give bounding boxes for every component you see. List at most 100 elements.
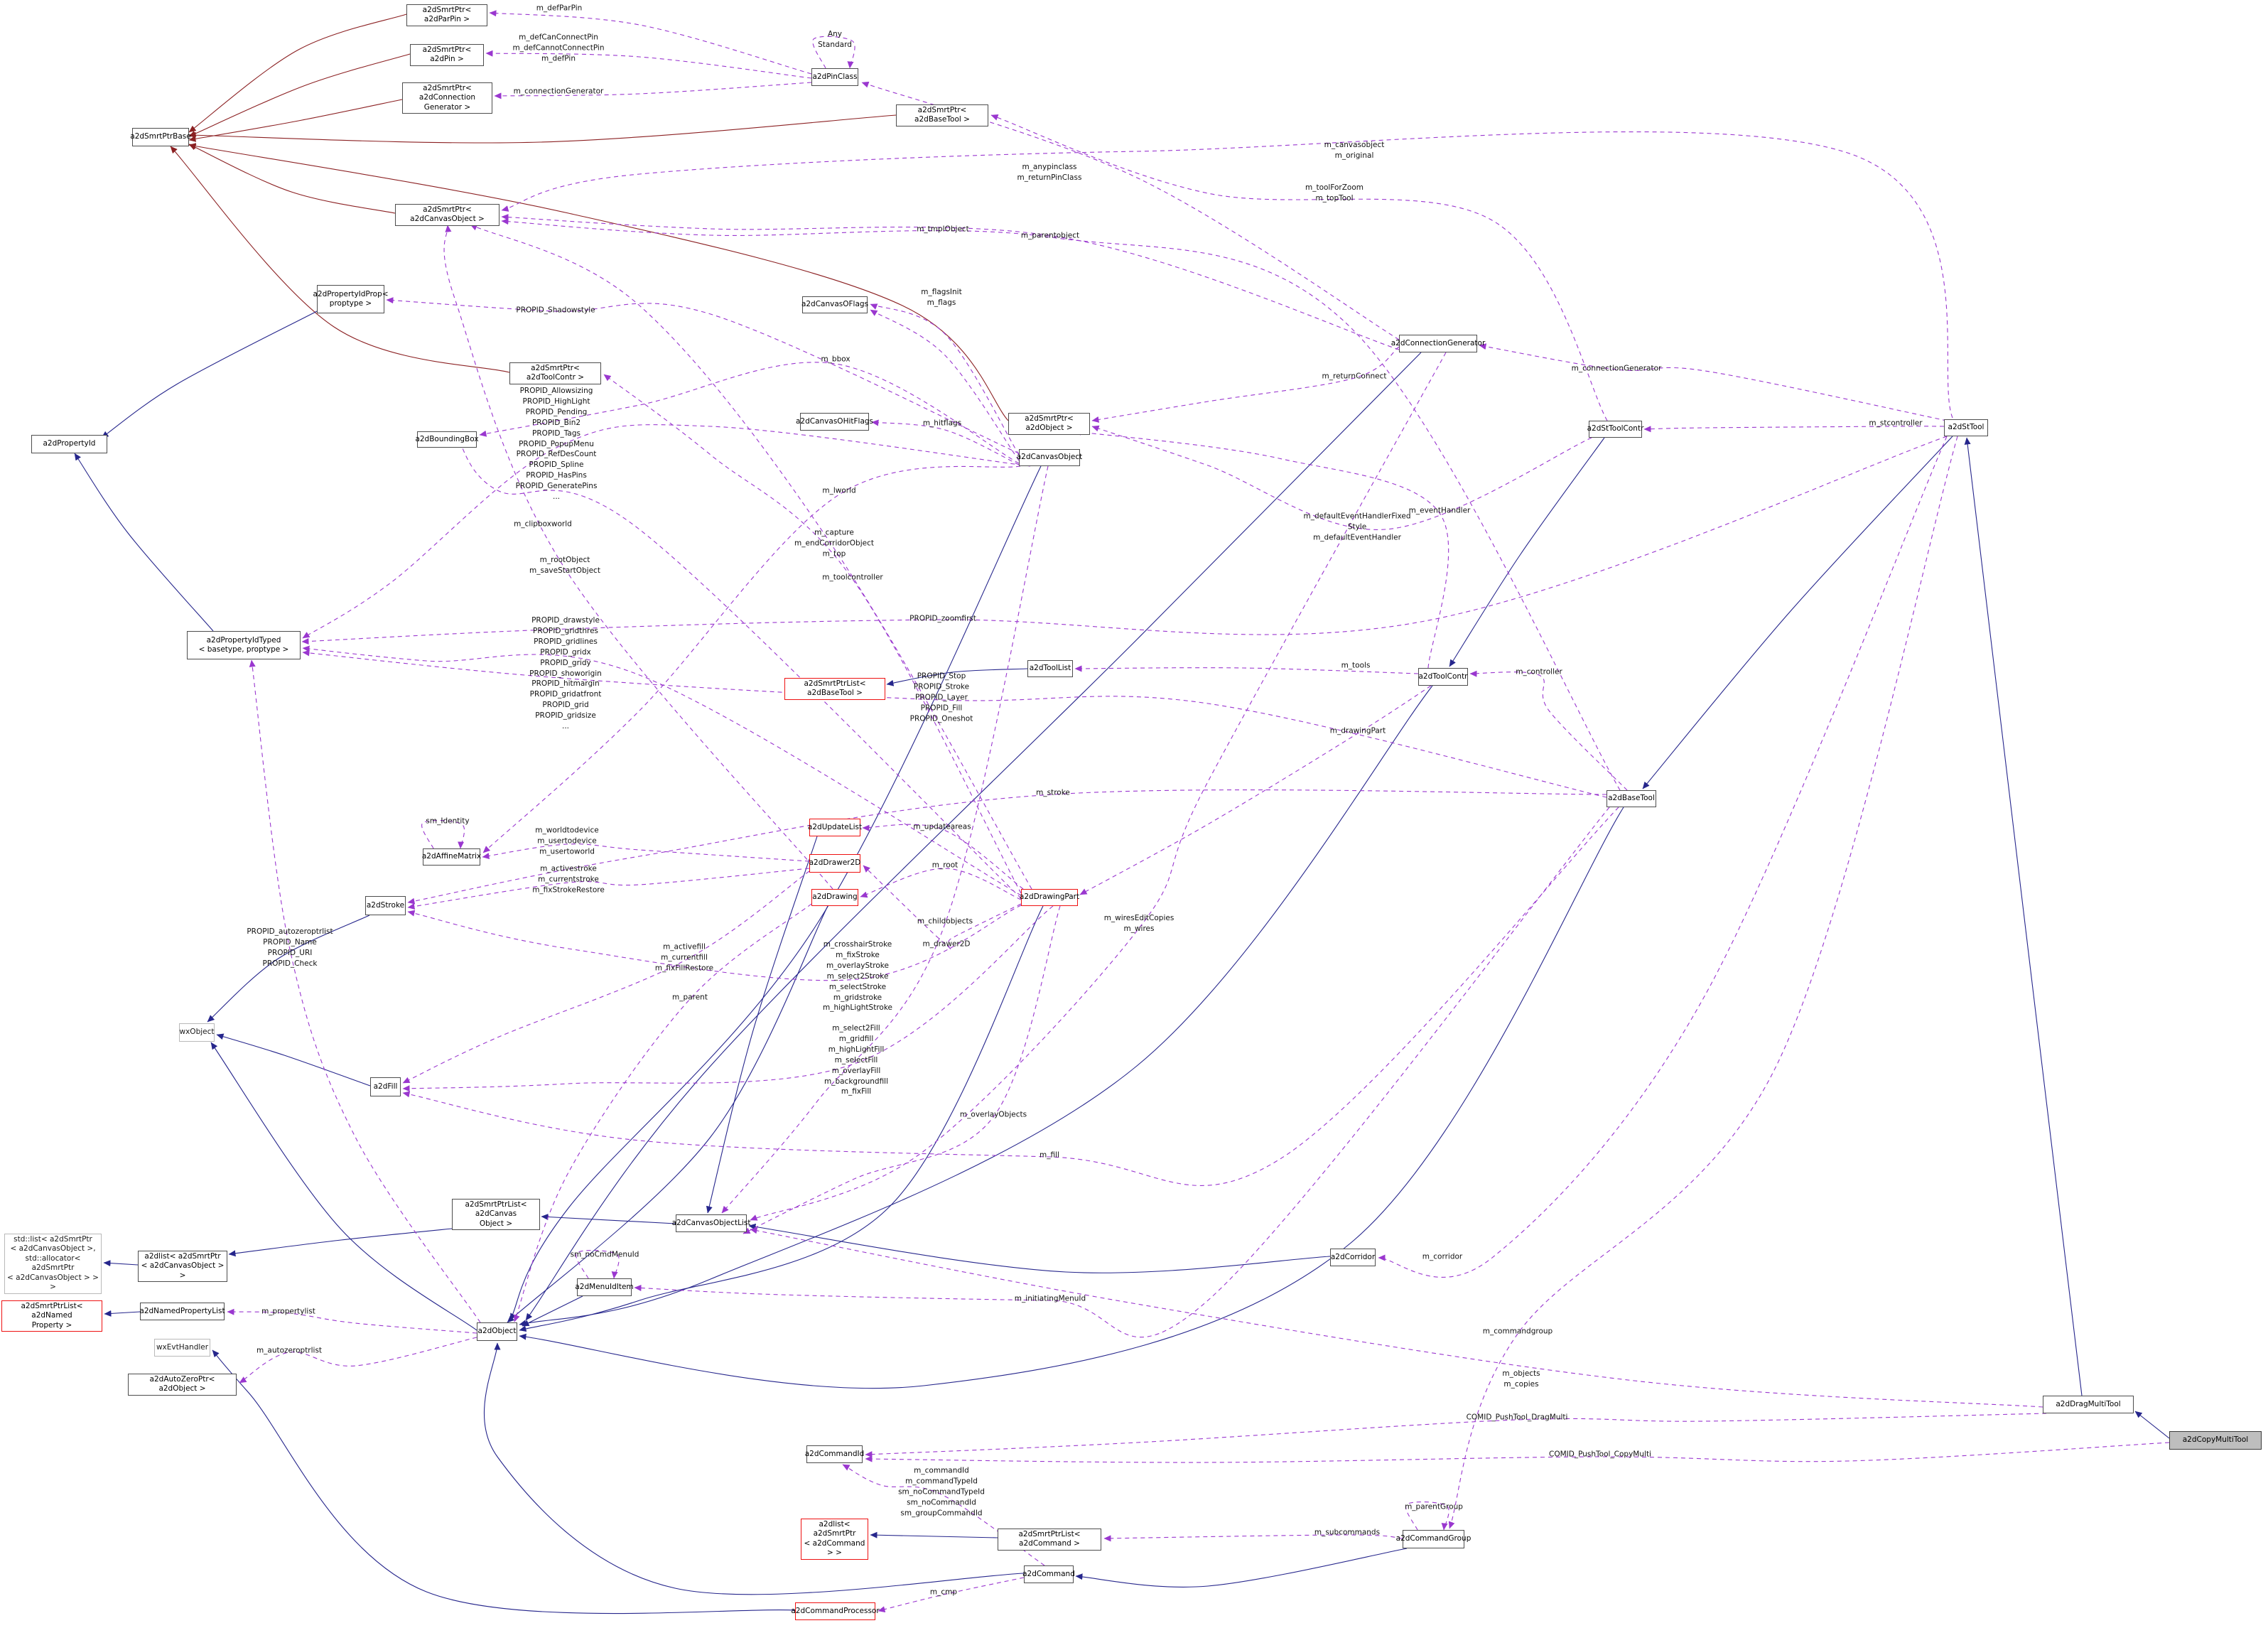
edge-usage-dashed [485, 50, 812, 79]
edge-usage-dashed [1091, 425, 1592, 530]
class-node-smrtptrlist-canvasobj[interactable]: a2dSmrtPtrList< a2dCanvas Object > [452, 1199, 540, 1231]
class-node-drawer2d[interactable]: a2dDrawer2D [809, 854, 860, 873]
edge-inherit-solid [212, 1349, 796, 1614]
edge-usage-dashed [1378, 436, 1948, 1278]
class-node-stdlist[interactable]: std::list< a2dSmrtPtr < a2dCanvasObject … [4, 1234, 102, 1294]
class-node-fill[interactable]: a2dFill [370, 1077, 401, 1096]
edge-usage-dashed [750, 1227, 2043, 1408]
edge-usage-dashed [990, 114, 1608, 421]
class-node-canvasohitflags[interactable]: a2dCanvasOHitFlags [796, 413, 873, 431]
edge-inherit-solid [207, 915, 370, 1023]
class-node-smrtptr-basetool[interactable]: a2dSmrtPtr< a2dBaseTool > [896, 104, 988, 126]
edge-usage-dashed [1103, 1534, 1403, 1542]
edge-inherit-solid [101, 311, 318, 438]
edge-inherit-solid [74, 453, 214, 632]
class-node-smrtptrlist-namedprop[interactable]: a2dSmrtPtrList< a2dNamed Property > [1, 1300, 102, 1332]
edge-usage-dashed [860, 868, 1022, 900]
class-node-drawingpart[interactable]: a2dDrawingPart [1020, 889, 1079, 906]
edge-usage-dashed [865, 1413, 2047, 1458]
class-node-pinclass[interactable]: a2dPinClass [811, 68, 858, 86]
class-node-basetool[interactable]: a2dBaseTool [1606, 790, 1656, 807]
edge-inherit-solid [886, 668, 1028, 686]
edge-template-solid [188, 14, 407, 133]
class-node-smrtptr-parpin[interactable]: a2dSmrtPtr< a2dParPin > [406, 4, 487, 26]
class-node-a2dlist-command[interactable]: a2dlist< a2dSmrtPtr < a2dCommand > > [801, 1519, 868, 1560]
edge-usage-dashed [407, 789, 1607, 905]
edge-usage-dashed [402, 807, 1619, 1186]
class-node-object[interactable]: a2dObject [477, 1322, 517, 1341]
edge-usage-dashed [721, 465, 1049, 1214]
edge-usage-dashed [301, 436, 1948, 645]
edge-usage-dashed [870, 303, 1020, 455]
class-node-corridor[interactable]: a2dCorridor [1330, 1249, 1376, 1266]
edge-inherit-solid [519, 685, 1433, 1327]
class-node-wxevthandler[interactable]: wxEvtHandler [154, 1339, 210, 1357]
class-node-conngen[interactable]: a2dConnectionGenerator [1391, 335, 1485, 352]
edge-usage-dashed [249, 659, 481, 1323]
edge-usage-dashed [1479, 343, 1948, 421]
class-node-toolcontr[interactable]: a2dToolContr [1418, 668, 1468, 686]
edge-usage-dashed [407, 905, 1022, 981]
class-node-smrtptrlist-basetool[interactable]: a2dSmrtPtrList< a2dBaseTool > [784, 678, 885, 700]
edge-usage-dashed [455, 432, 1022, 899]
class-node-propidprop[interactable]: a2dPropertyIdProp< proptype > [313, 285, 389, 313]
class-node-command[interactable]: a2dCommand [1022, 1565, 1075, 1583]
class-node-smrtptr-toolcontr[interactable]: a2dSmrtPtr< a2dToolContr > [509, 362, 601, 384]
edge-inherit-solid [228, 1227, 467, 1257]
class-node-toollist[interactable]: a2dToolList [1027, 660, 1073, 677]
class-node-smrtptrlist-command[interactable]: a2dSmrtPtrList< a2dCommand > [998, 1529, 1101, 1551]
class-node-drawing[interactable]: a2dDrawing [811, 889, 858, 906]
class-node-affinematrix[interactable]: a2dAffineMatrix [422, 848, 481, 866]
edge-inherit-solid [870, 1531, 998, 1538]
class-node-canvasobjectlist[interactable]: a2dCanvasObjectList [672, 1214, 750, 1232]
edge-usage-dashed [1405, 1502, 1449, 1531]
edge-usage-dashed [1448, 436, 1958, 1529]
edge-usage-dashed [302, 424, 1031, 639]
edge-usage-dashed [402, 870, 810, 1084]
class-node-boundingbox[interactable]: a2dBoundingBox [415, 431, 479, 448]
class-node-copymultitool[interactable]: a2dCopyMultiTool [2169, 1431, 2262, 1450]
class-node-smrtptr-canvasobj[interactable]: a2dSmrtPtr< a2dCanvasObject > [395, 204, 500, 226]
class-node-commandgroup[interactable]: a2dCommandGroup [1396, 1530, 1471, 1548]
edge-usage-dashed [576, 1250, 620, 1279]
class-node-propertyidtyped[interactable]: a2dPropertyIdTyped < basetype, proptype … [187, 631, 301, 659]
edge-usage-dashed [479, 362, 1020, 464]
class-node-canvasoflags[interactable]: a2dCanvasOFlags [801, 296, 868, 313]
edge-usage-dashed [878, 1577, 1025, 1613]
edge-usage-dashed [482, 465, 1021, 853]
edge-template-solid [188, 143, 1009, 421]
edge-inherit-solid [1075, 1548, 1408, 1587]
class-node-propertyid[interactable]: a2dPropertyId [31, 435, 107, 453]
edge-usage-dashed [513, 903, 812, 1322]
edge-usage-dashed [750, 352, 1447, 1221]
class-node-smrtptr-pin[interactable]: a2dSmrtPtr< a2dPin > [410, 44, 484, 66]
class-node-commandprocessor[interactable]: a2dCommandProcessor [791, 1602, 880, 1620]
class-node-sttoolcontr[interactable]: a2dStToolContr [1587, 421, 1643, 438]
edge-usage-dashed [470, 224, 1032, 890]
edge-usage-dashed [501, 214, 1400, 350]
edge-inherit-solid [2134, 1411, 2170, 1439]
edge-inherit-solid [1964, 437, 2083, 1396]
class-node-smrtptrbase[interactable]: a2dSmrtPtrBase [130, 128, 191, 146]
class-node-commandid[interactable]: a2dCommandId [805, 1445, 864, 1463]
class-node-canvasobject[interactable]: a2dCanvasObject [1017, 449, 1082, 466]
class-node-wxobject[interactable]: wxObject [179, 1023, 215, 1042]
class-node-a2dlist-canvasobj[interactable]: a2dlist< a2dSmrtPtr < a2dCanvasObject > … [138, 1251, 227, 1283]
class-node-dragmultitool[interactable]: a2dDragMultiTool [2043, 1396, 2134, 1413]
class-node-smrtptr-conngen[interactable]: a2dSmrtPtr< a2dConnection Generator > [402, 82, 492, 114]
class-node-sttool[interactable]: a2dStTool [1944, 419, 1988, 436]
edge-inherit-solid [1449, 437, 1605, 667]
class-node-stroke[interactable]: a2dStroke [365, 896, 406, 915]
class-node-menuiditem[interactable]: a2dMenuIdItem [575, 1278, 634, 1296]
edge-usage-dashed [407, 868, 810, 910]
edge-usage-dashed [302, 649, 1607, 798]
class-node-smrtptr-object[interactable]: a2dSmrtPtr< a2dObject > [1008, 413, 1090, 435]
edge-template-solid [188, 144, 396, 214]
edge-inherit-solid [522, 1295, 583, 1327]
class-node-namedpropertylist[interactable]: a2dNamedPropertyList [139, 1303, 225, 1320]
class-node-autozeroptr[interactable]: a2dAutoZeroPtr< a2dObject > [128, 1374, 237, 1396]
edge-usage-dashed [501, 131, 1953, 419]
class-node-updatelist[interactable]: a2dUpdateList [808, 819, 862, 836]
